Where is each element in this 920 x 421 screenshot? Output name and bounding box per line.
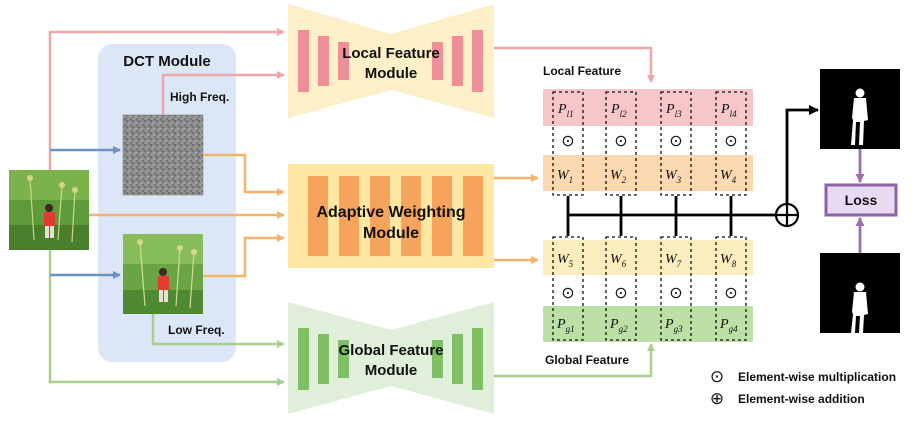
local-row-band [543,89,753,126]
weight-cell: W1 [557,168,573,185]
bottom-weight-cells: W5 W6 W7 W8 [557,252,737,269]
global-cells: Pg1 Pg2 Pg3 Pg4 [556,317,738,334]
input-image [9,170,89,250]
multiply-symbol: ⊙ [561,133,574,150]
input-to-global-arrow [48,250,285,386]
local-module-title-2: Module [365,65,418,82]
global-cell: Pg1 [556,317,575,334]
bottom-weight-row-band [543,240,753,275]
legend-add-symbol: ⊕ [710,389,724,408]
weight-cell: W7 [665,252,682,269]
weight-cell: W8 [720,252,737,269]
multiply-symbol: ⊙ [669,133,682,150]
top-weight-row-band [543,155,753,191]
local-module-output-arrow [494,46,655,83]
ground-truth-mask [820,253,900,333]
weight-cell: W3 [665,168,682,185]
top-multiply-symbols: ⊙ ⊙ ⊙ ⊙ [561,133,737,150]
legend-add-label: Element-wise addition [738,392,865,406]
local-feature-module [288,4,494,118]
multiply-symbol: ⊙ [561,285,574,302]
global-feature-module [288,302,494,414]
local-cell: Pl3 [665,102,682,119]
multiply-symbol: ⊙ [669,285,682,302]
local-cells: Pl1 Pl2 Pl3 Pl4 [557,102,737,119]
weight-cell: W4 [720,168,737,185]
dct-module-title: DCT Module [123,53,211,70]
bottom-multiply-symbols: ⊙ ⊙ ⊙ ⊙ [561,285,737,302]
global-cell: Pg3 [664,317,683,334]
weight-cell: W2 [610,168,627,185]
high-freq-to-adaptive-arrow [203,153,285,196]
multiply-symbol: ⊙ [614,285,627,302]
prediction-mask [820,69,900,149]
multiply-symbol: ⊙ [614,133,627,150]
low-frequency-image [123,234,203,314]
weight-cell: W5 [557,252,574,269]
addition-to-prediction-arrow [785,105,819,204]
addition-node [774,202,800,228]
high-freq-to-local-arrow [161,71,285,115]
low-freq-to-global-arrow [151,314,285,348]
legend: ⊙ Element-wise multiplication ⊕ Element-… [710,367,896,408]
weight-cell: W6 [610,252,627,269]
global-cell: Pg2 [609,317,628,334]
local-module-title-1: Local Feature [342,45,440,62]
legend-multiply-symbol: ⊙ [710,367,724,386]
local-cell: Pl2 [610,102,627,119]
global-module-title-1: Global Feature [338,342,443,359]
global-module-title-2: Module [365,362,418,379]
low-freq-to-adaptive-arrow [203,234,285,278]
local-cell: Pl4 [720,102,737,119]
summation-bus [566,196,776,236]
column-boxes [552,91,747,341]
adaptive-module-title-1: Adaptive Weighting [316,204,465,221]
local-feature-label: Local Feature [543,64,621,78]
adaptive-module-title-2: Module [363,225,419,242]
multiply-symbol: ⊙ [724,133,737,150]
loss-box [824,183,898,217]
high-freq-label: High Freq. [170,90,229,104]
global-feature-label: Global Feature [545,353,629,367]
global-cell: Pg4 [719,317,738,334]
global-module-output-arrow [494,343,655,378]
global-row-band [543,306,753,342]
top-weight-cells: W1 W2 W3 W4 [557,168,737,185]
high-frequency-image [122,114,204,196]
multiply-symbol: ⊙ [724,285,737,302]
low-freq-label: Low Freq. [168,323,225,337]
adaptive-weighting-module [288,164,494,268]
legend-multiply-label: Element-wise multiplication [738,370,896,384]
loss-label: Loss [845,192,878,208]
input-to-local-arrow [48,28,285,170]
local-cell: Pl1 [557,102,574,119]
